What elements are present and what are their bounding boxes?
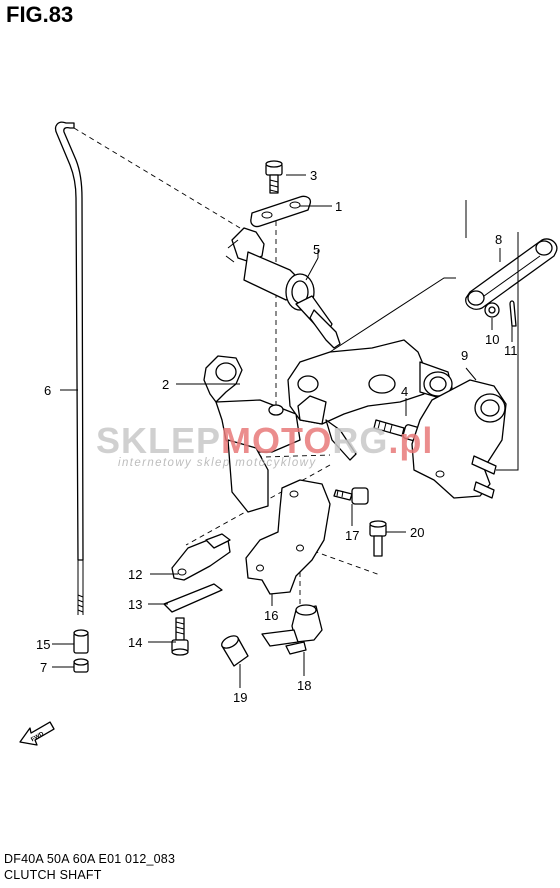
part-3-bolt [265,160,283,194]
callout-labels: 1 2 3 4 5 6 7 8 9 10 11 12 13 14 15 16 1… [36,168,518,705]
part-11-cotter-pin [509,300,517,327]
watermark-logo: SKLEPMOTORG.pl [96,420,433,462]
fwd-arrow: FWD [19,721,55,746]
callout-5: 5 [313,242,320,257]
callout-3: 3 [310,168,317,183]
guide-line [304,547,381,576]
part-2-lever-bracket [203,355,301,513]
guide-line [73,127,241,229]
part-main-bracket [287,339,453,461]
part-15-sleeve [73,629,89,654]
part-5-clutch-cam [225,227,341,349]
callout-11: 11 [504,343,518,358]
callout-13: 13 [128,597,142,612]
watermark-part: RG [332,420,389,461]
callout-1: 1 [335,199,342,214]
callout-20: 20 [410,525,424,540]
part-7-nut [73,658,89,673]
leader-lines [52,174,519,688]
figure-title: FIG.83 [6,2,74,27]
callout-12: 12 [128,567,142,582]
callout-16: 16 [264,608,278,623]
watermark-part: MOTO [221,420,333,461]
part-18-fork [261,604,323,655]
part-6-shift-rod [54,121,84,615]
footer-name: CLUTCH SHAFT [4,868,102,882]
part-10-washer [484,302,500,318]
part-19-bushing [221,635,249,667]
callout-4: 4 [401,384,408,399]
part-8-link [465,238,558,310]
callout-15: 15 [36,637,50,652]
footer-code: DF40A 50A 60A E01 012_083 [4,852,176,866]
callout-17: 17 [345,528,359,543]
callout-8: 8 [495,232,502,247]
callout-7: 7 [40,660,47,675]
callout-14: 14 [128,635,142,650]
watermark-tagline: internetowy sklep motocyklowy [118,457,317,469]
part-20-bolt [369,520,387,557]
callout-19: 19 [233,690,247,705]
part-1-plate [250,195,312,228]
callout-2: 2 [162,377,169,392]
watermark-part: SKLEP [96,420,222,461]
callout-6: 6 [44,383,51,398]
part-13-plate [163,583,223,613]
callout-9: 9 [461,348,468,363]
part-17-bolt [333,487,369,505]
watermark-part: .pl [388,420,434,461]
callout-10: 10 [485,332,499,347]
part-14-bolt [171,617,189,656]
part-16-bracket [245,479,331,595]
guide-line [229,454,331,459]
callout-18: 18 [297,678,311,693]
part-12-lever [171,533,231,581]
part-9-cover [411,379,507,499]
